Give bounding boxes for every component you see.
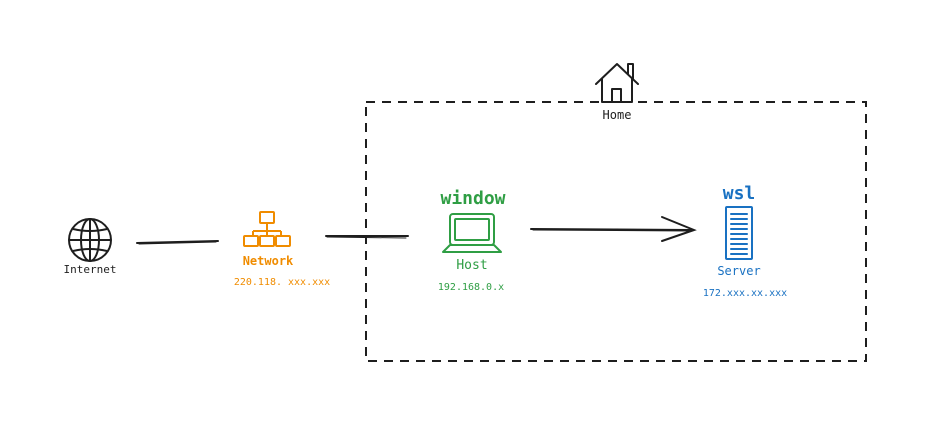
network-hierarchy-icon	[243, 211, 291, 247]
house-icon	[595, 63, 639, 103]
connector-network-host	[325, 235, 409, 239]
home-group-boundary	[365, 101, 867, 362]
laptop-icon	[442, 213, 502, 253]
connector-internet-network	[136, 240, 219, 245]
server-label: Server	[717, 264, 761, 278]
internet-label: Internet	[63, 263, 117, 276]
globe-icon	[68, 218, 112, 262]
host-title: window	[440, 188, 506, 209]
server-ip: 172.xxx.xx.xxx	[702, 288, 788, 299]
network-label: Network	[242, 254, 294, 268]
host-ip: 192.168.0.x	[437, 282, 505, 293]
home-group-label: Home	[602, 108, 632, 122]
network-ip: 220.118. xxx.xxx	[233, 277, 331, 288]
server-tower-icon	[725, 206, 753, 260]
server-title: wsl	[722, 183, 756, 204]
arrow-host-server	[530, 216, 697, 242]
host-label: Host	[456, 258, 488, 273]
